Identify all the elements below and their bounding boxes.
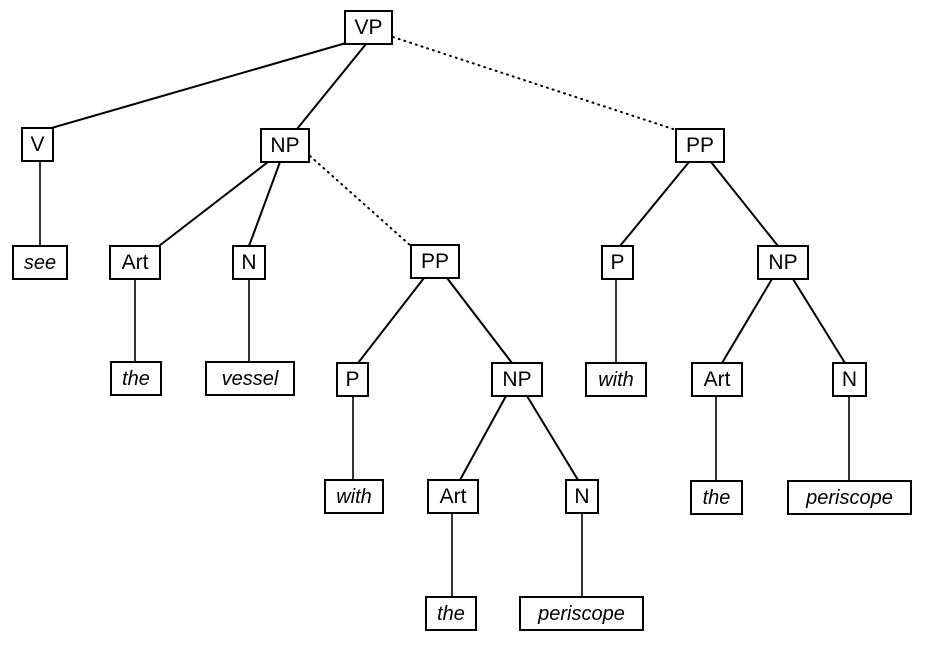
node-box-leaf-periscope-2 bbox=[787, 480, 912, 515]
node-box-np-right bbox=[757, 245, 809, 280]
node-label-leaf-see: see bbox=[24, 252, 56, 274]
node-box-n-left bbox=[232, 245, 266, 280]
tree-node-n-left[interactable]: N bbox=[232, 245, 266, 280]
tree-node-leaf-periscope-2[interactable]: periscope bbox=[787, 480, 912, 515]
edge-layer bbox=[39, 36, 850, 597]
node-label-np-middle: NP bbox=[502, 368, 531, 391]
node-label-np-left: NP bbox=[270, 134, 299, 157]
node-label-n-left: N bbox=[241, 251, 256, 274]
node-box-n-right bbox=[832, 362, 867, 397]
node-label-n-middle: N bbox=[574, 485, 589, 508]
node-label-leaf-with-2: with bbox=[598, 369, 634, 391]
tree-node-p-middle[interactable]: P bbox=[336, 362, 369, 397]
tree-edge-np-right-to-n-right bbox=[792, 278, 846, 364]
node-label-leaf-periscope-2: periscope bbox=[805, 487, 893, 509]
tree-node-leaf-the-3[interactable]: the bbox=[690, 480, 743, 515]
node-label-n-right: N bbox=[842, 368, 857, 391]
tree-edge-np-middle-to-art-middle bbox=[459, 395, 507, 481]
node-label-art-middle: Art bbox=[440, 485, 467, 508]
tree-node-leaf-the-1[interactable]: the bbox=[110, 361, 162, 396]
node-box-leaf-the-1 bbox=[110, 361, 162, 396]
tree-edge-vp-root-to-pp-right bbox=[392, 36, 677, 131]
node-box-art-left bbox=[109, 245, 161, 280]
node-box-np-left bbox=[260, 128, 310, 163]
tree-node-vp-root[interactable]: VP bbox=[344, 10, 393, 45]
tree-node-leaf-with-1[interactable]: with bbox=[324, 479, 384, 514]
tree-node-np-left[interactable]: NP bbox=[260, 128, 310, 163]
node-box-pp-middle bbox=[410, 244, 460, 279]
node-box-leaf-with-1 bbox=[324, 479, 384, 514]
tree-node-n-right[interactable]: N bbox=[832, 362, 867, 397]
node-box-art-middle bbox=[427, 479, 479, 514]
node-box-leaf-vessel bbox=[205, 361, 295, 396]
node-label-art-right: Art bbox=[704, 368, 731, 391]
tree-node-np-right[interactable]: NP bbox=[757, 245, 809, 280]
node-label-leaf-with-1: with bbox=[336, 486, 372, 508]
node-label-leaf-vessel: vessel bbox=[222, 368, 279, 390]
node-label-p-right: P bbox=[610, 251, 624, 274]
tree-edge-vp-root-to-np-left bbox=[296, 43, 367, 130]
node-box-p-right bbox=[601, 245, 634, 280]
node-box-leaf-with-2 bbox=[585, 362, 647, 397]
tree-edge-pp-right-to-p-right bbox=[619, 161, 690, 247]
tree-node-art-left[interactable]: Art bbox=[109, 245, 161, 280]
tree-edge-pp-middle-to-np-middle bbox=[446, 277, 513, 364]
node-label-v-see: V bbox=[30, 133, 44, 156]
tree-edge-pp-middle-to-p-middle bbox=[357, 277, 425, 364]
tree-node-leaf-periscope-1[interactable]: periscope bbox=[519, 596, 644, 631]
tree-edge-np-middle-to-n-middle bbox=[526, 395, 579, 481]
node-box-n-middle bbox=[565, 479, 599, 514]
tree-node-p-right[interactable]: P bbox=[601, 245, 634, 280]
node-box-leaf-see bbox=[12, 245, 68, 280]
node-label-pp-right: PP bbox=[686, 134, 714, 157]
tree-edge-vp-root-to-v-see bbox=[47, 42, 347, 130]
tree-edge-pp-right-to-np-right bbox=[710, 161, 779, 247]
tree-edge-np-left-to-art-left bbox=[158, 161, 269, 247]
tree-node-n-middle[interactable]: N bbox=[565, 479, 599, 514]
tree-node-np-middle[interactable]: NP bbox=[491, 362, 543, 397]
tree-node-pp-right[interactable]: PP bbox=[675, 128, 725, 163]
node-box-leaf-the-2 bbox=[425, 596, 477, 631]
tree-node-pp-middle[interactable]: PP bbox=[410, 244, 460, 279]
node-box-v-see bbox=[21, 127, 54, 162]
node-box-pp-right bbox=[675, 128, 725, 163]
node-box-leaf-periscope-1 bbox=[519, 596, 644, 631]
node-box-vp-root bbox=[344, 10, 393, 45]
tree-node-v-see[interactable]: V bbox=[21, 127, 54, 162]
tree-edge-np-right-to-art-right bbox=[721, 278, 773, 364]
node-label-leaf-the-3: the bbox=[703, 487, 731, 509]
node-label-pp-middle: PP bbox=[421, 250, 449, 273]
node-label-leaf-the-2: the bbox=[437, 603, 465, 625]
tree-node-art-right[interactable]: Art bbox=[691, 362, 743, 397]
tree-node-leaf-with-2[interactable]: with bbox=[585, 362, 647, 397]
node-label-p-middle: P bbox=[345, 368, 359, 391]
tree-node-leaf-vessel[interactable]: vessel bbox=[205, 361, 295, 396]
node-label-leaf-periscope-1: periscope bbox=[537, 603, 625, 625]
node-box-leaf-the-3 bbox=[690, 480, 743, 515]
tree-node-art-middle[interactable]: Art bbox=[427, 479, 479, 514]
node-label-leaf-the-1: the bbox=[122, 368, 150, 390]
node-box-p-middle bbox=[336, 362, 369, 397]
tree-node-leaf-see[interactable]: see bbox=[12, 245, 68, 280]
node-box-np-middle bbox=[491, 362, 543, 397]
tree-node-leaf-the-2[interactable]: the bbox=[425, 596, 477, 631]
node-label-np-right: NP bbox=[768, 251, 797, 274]
tree-edge-np-left-to-n-left bbox=[248, 161, 281, 247]
node-label-art-left: Art bbox=[122, 251, 149, 274]
node-label-vp-root: VP bbox=[354, 16, 382, 39]
tree-edge-np-left-to-pp-middle bbox=[309, 155, 412, 247]
node-box-art-right bbox=[691, 362, 743, 397]
